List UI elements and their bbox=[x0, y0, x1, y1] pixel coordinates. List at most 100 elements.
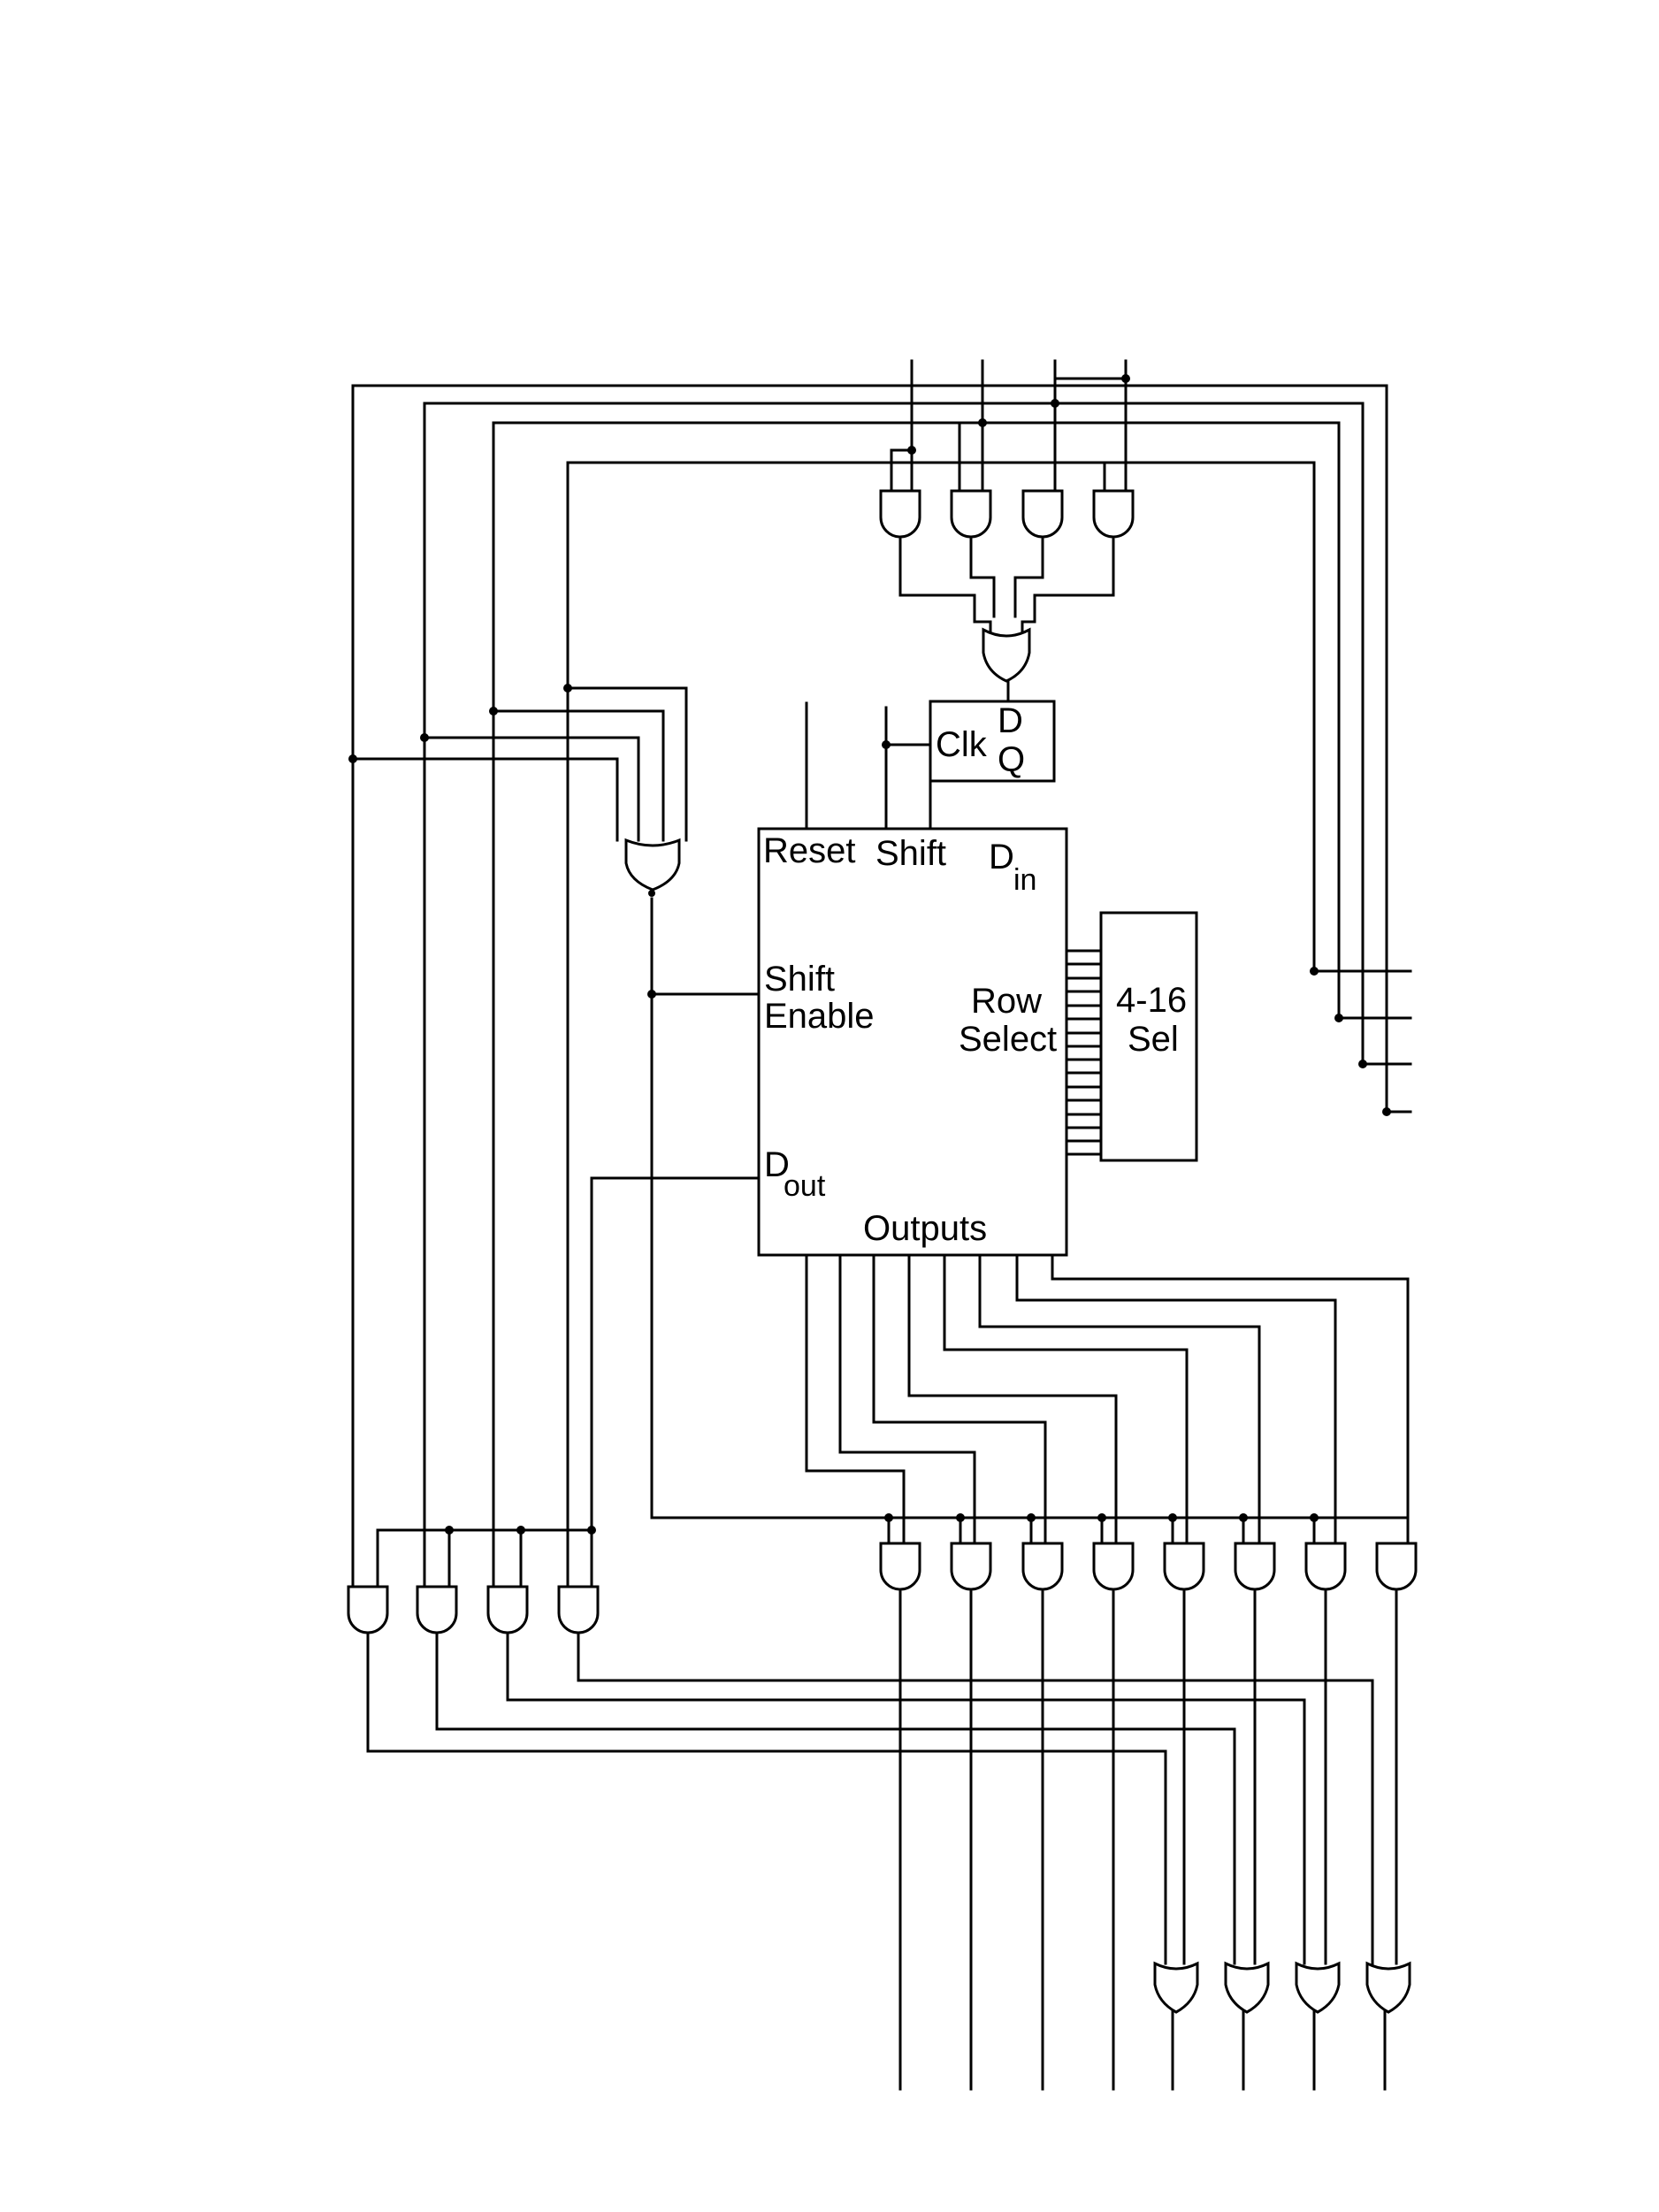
junction-dot bbox=[1097, 1513, 1106, 1522]
and-gate bbox=[557, 1585, 600, 1634]
reset-label: Reset bbox=[763, 831, 856, 870]
output-wire bbox=[943, 1253, 1189, 1545]
output-wire bbox=[805, 1253, 906, 1545]
dout-subscript: out bbox=[784, 1169, 826, 1203]
row-select-bus bbox=[1065, 949, 1103, 1156]
shift-label: Shift bbox=[875, 834, 946, 873]
and-gate bbox=[879, 1542, 921, 1591]
select-line-3 bbox=[492, 421, 1412, 1588]
output-wire bbox=[1051, 1253, 1410, 1545]
shift-enable-label-2: Enable bbox=[764, 997, 875, 1036]
labels: Clk D Q Reset Shift D in Shift Enable Ro… bbox=[763, 701, 1187, 1248]
junction-dot bbox=[563, 684, 572, 693]
and-gate bbox=[1234, 1542, 1276, 1591]
din-subscript: in bbox=[1013, 863, 1036, 897]
and-gate bbox=[1163, 1542, 1205, 1591]
left-and-output bbox=[577, 1632, 1374, 1965]
output-wire bbox=[838, 1253, 976, 1545]
row-select-label-1: Row bbox=[971, 982, 1042, 1021]
and-gate bbox=[879, 489, 921, 539]
junction-dot bbox=[1239, 1513, 1248, 1522]
junction-dot bbox=[348, 754, 357, 763]
left-or-input bbox=[351, 757, 619, 842]
and-gate bbox=[1021, 489, 1064, 539]
and-input-wire bbox=[958, 421, 984, 493]
or-gate bbox=[624, 838, 681, 892]
junction-dot bbox=[1334, 1014, 1343, 1022]
left-and-output bbox=[366, 1632, 1167, 1965]
junction-dot bbox=[1310, 1513, 1319, 1522]
and-input-wire bbox=[1053, 377, 1128, 493]
junctions bbox=[348, 374, 1391, 1535]
junction-dot bbox=[648, 890, 655, 897]
tree-wire bbox=[1013, 538, 1044, 618]
output-wire bbox=[978, 1253, 1261, 1545]
output-wire bbox=[872, 1253, 1047, 1545]
and-gate bbox=[950, 489, 992, 539]
junction-dot bbox=[489, 707, 498, 716]
tree-wire bbox=[969, 538, 996, 618]
junction-dot bbox=[882, 740, 891, 749]
selector-label-1: 4-16 bbox=[1116, 981, 1187, 1020]
shift-enable-label-1: Shift bbox=[764, 960, 835, 999]
q-label: Q bbox=[998, 740, 1025, 779]
junction-dot bbox=[1168, 1513, 1177, 1522]
and-gate bbox=[347, 1585, 389, 1634]
left-or-input bbox=[566, 686, 688, 842]
selector-label-2: Sel bbox=[1128, 1020, 1179, 1059]
junction-dot bbox=[420, 733, 429, 742]
select-line-1 bbox=[351, 384, 1412, 1588]
junction-dot bbox=[1358, 1060, 1367, 1068]
tree-wire bbox=[973, 615, 992, 634]
or-gate bbox=[1295, 1961, 1341, 2014]
tree-wire bbox=[898, 538, 976, 618]
din-label: D bbox=[989, 838, 1014, 876]
junction-dot bbox=[884, 1513, 893, 1522]
junction-dot bbox=[1382, 1107, 1391, 1116]
or-gate bbox=[1153, 1961, 1199, 2014]
row-select-label-2: Select bbox=[959, 1020, 1057, 1059]
and-gate bbox=[416, 1585, 458, 1634]
and-gate bbox=[950, 1542, 992, 1591]
junction-dot bbox=[1121, 374, 1130, 383]
junction-dot bbox=[907, 446, 916, 455]
and-gate bbox=[1375, 1542, 1418, 1591]
junction-dot bbox=[647, 990, 656, 999]
left-or-input bbox=[492, 709, 665, 842]
flipflop-block bbox=[929, 700, 1056, 783]
gates bbox=[347, 489, 1418, 2014]
output-wire bbox=[907, 1253, 1118, 1545]
and-gate bbox=[1021, 1542, 1064, 1591]
outputs-label: Outputs bbox=[863, 1209, 987, 1248]
junction-dot bbox=[587, 1526, 596, 1535]
junction-dot bbox=[516, 1526, 525, 1535]
left-and-output bbox=[506, 1632, 1306, 1965]
junction-dot bbox=[445, 1526, 454, 1535]
and-gate bbox=[1092, 1542, 1135, 1591]
tree-wire bbox=[1021, 615, 1036, 634]
junction-dot bbox=[1027, 1513, 1036, 1522]
tree-wire bbox=[1033, 538, 1115, 618]
and-input-wire bbox=[890, 448, 914, 493]
or-gate bbox=[1224, 1961, 1270, 2014]
selector-block bbox=[1099, 911, 1198, 1162]
and-gate bbox=[1304, 1542, 1347, 1591]
junction-dot bbox=[1310, 967, 1319, 976]
wires bbox=[351, 359, 1412, 2091]
shift-register-block bbox=[757, 827, 1068, 1257]
select-line-2 bbox=[423, 402, 1412, 1588]
and-gate bbox=[1092, 489, 1135, 539]
dout-label: D bbox=[764, 1145, 790, 1184]
junction-dot bbox=[978, 418, 987, 427]
clk-label: Clk bbox=[936, 725, 988, 764]
or-gate bbox=[1365, 1961, 1411, 2014]
or-gate bbox=[982, 627, 1031, 683]
junction-dot bbox=[1051, 399, 1059, 408]
d-label: D bbox=[998, 701, 1023, 740]
junction-dot bbox=[956, 1513, 965, 1522]
and-gate bbox=[486, 1585, 529, 1634]
and-input-wire bbox=[1103, 461, 1316, 493]
left-and-output bbox=[435, 1632, 1236, 1965]
left-or-input bbox=[423, 736, 640, 842]
